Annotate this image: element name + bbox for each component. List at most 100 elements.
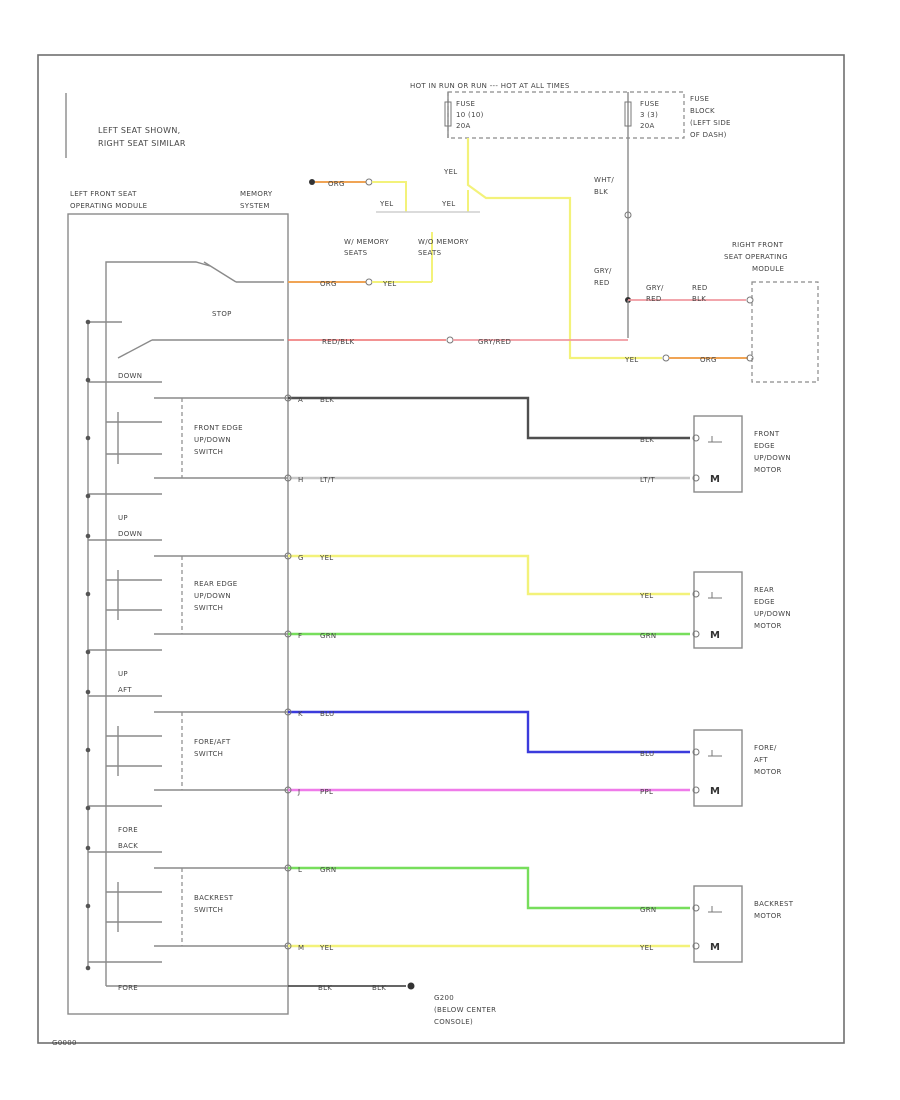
pin-right-module-a xyxy=(746,296,754,304)
switch-1-name-line-2: UP/DOWN xyxy=(194,436,231,444)
motor-3-wire-label-right-top: BLU xyxy=(640,750,654,758)
bus-dot-1 xyxy=(85,319,91,325)
wire-label-yel-a: YEL xyxy=(443,168,458,176)
wire-label-yel-r: YEL xyxy=(624,356,639,364)
motor-3-terminal-top xyxy=(692,748,700,756)
motor-1-wire-label-left-bottom: LT/T xyxy=(320,476,335,484)
bus-dot-11 xyxy=(85,845,91,851)
module-title-1: LEFT FRONT SEAT xyxy=(70,190,137,198)
memory-a-line-1: W/ MEMORY xyxy=(344,238,389,246)
motor-2-name-line-3: UP/DOWN xyxy=(754,610,791,618)
wire-label-org-mem: ORG xyxy=(320,280,337,288)
fuse-right-line-2: 3 (3) xyxy=(640,111,658,119)
fuse-left-icon xyxy=(444,101,452,127)
motor-1-pin-bottom xyxy=(284,474,292,482)
motor-4-name-line-1: BACKREST xyxy=(754,900,794,908)
ground-line-1: G200 xyxy=(434,994,454,1002)
motor-2-name-line-2: EDGE xyxy=(754,598,775,606)
connector-wht-blk xyxy=(624,211,632,219)
stop-switch-arm xyxy=(203,261,237,283)
bus-dot-13 xyxy=(85,965,91,971)
motor-3-name-line-1: FORE/ xyxy=(754,744,777,752)
motor-2-pin-top-letter: G xyxy=(298,554,303,562)
connector-red-mod xyxy=(446,336,454,344)
motor-2-wire-top xyxy=(288,554,690,596)
memory-system-2: SYSTEM xyxy=(240,202,270,210)
motor-2-pin-top xyxy=(284,552,292,560)
motor-1-wire-label-right-bottom: LT/T xyxy=(640,476,655,484)
bus-dot-9 xyxy=(85,747,91,753)
motor-2-terminal-top xyxy=(692,590,700,598)
fuse-block-line-1: FUSE xyxy=(690,95,709,103)
label-stop: STOP xyxy=(212,310,232,318)
motor-4-wire-label-right-top: GRN xyxy=(640,906,656,914)
fuse-right-line-1: FUSE xyxy=(640,100,659,108)
motor-4-symbol: M xyxy=(710,942,720,953)
right-front-seat-module xyxy=(751,281,819,383)
wire-label-wht-blk-2: BLK xyxy=(594,188,608,196)
wire-label-red-blk-r-1: RED xyxy=(692,284,708,292)
right-module-line-2: SEAT OPERATING xyxy=(724,253,788,261)
motor-2-name-line-1: REAR xyxy=(754,586,774,594)
bus-dot-6 xyxy=(85,591,91,597)
ground-line-2: (BELOW CENTER xyxy=(434,1006,496,1014)
left-seat-module-outline xyxy=(67,213,289,1015)
motor-3-wire-label-left-top: BLU xyxy=(320,710,334,718)
motor-3-limit-icon xyxy=(708,750,722,757)
motor-3-symbol: M xyxy=(710,786,720,797)
motor-2-terminal-bottom xyxy=(692,630,700,638)
feed-switch-arm xyxy=(117,339,153,359)
diagram-frame xyxy=(37,54,845,1044)
motor-1-wire-top xyxy=(288,396,690,440)
yel-memory-a xyxy=(372,181,407,212)
fuse-block-line-3: (LEFT SIDE xyxy=(690,119,731,127)
wire-label-yel-c: YEL xyxy=(441,200,456,208)
fuse-block-line-2: BLOCK xyxy=(690,107,715,115)
motor-4-pin-top xyxy=(284,864,292,872)
motor-1-pin-top-letter: A xyxy=(298,396,303,404)
fuse-left-line-1: FUSE xyxy=(456,100,475,108)
motor-4-limit-icon xyxy=(708,906,722,913)
wire-label-yel-b: YEL xyxy=(379,200,394,208)
motor-4-wire-label-right-bottom: YEL xyxy=(639,944,654,952)
motor-2-wire-label-right-bottom: GRN xyxy=(640,632,656,640)
wire-label-wht-blk-1: WHT/ xyxy=(594,176,614,184)
switch-4-name-line-2: SWITCH xyxy=(194,906,223,914)
switch-3-name-line-2: SWITCH xyxy=(194,750,223,758)
motor-2-pin-bottom-letter: F xyxy=(298,632,302,640)
wire-label-red-blk-r-2: BLK xyxy=(692,295,706,303)
motor-1-name-line-4: MOTOR xyxy=(754,466,782,474)
module-title-2: OPERATING MODULE xyxy=(70,202,147,210)
switch-3-name-line-1: FORE/AFT xyxy=(194,738,231,746)
memory-b-line-1: W/O MEMORY xyxy=(418,238,469,246)
memory-b-line-2: SEATS xyxy=(418,249,442,257)
wire-label-gry-red-v-1: GRY/ xyxy=(594,267,612,275)
ground-line-3: CONSOLE) xyxy=(434,1018,473,1026)
wire-label-gry-red-h: GRY/RED xyxy=(478,338,511,346)
bus-dot-3 xyxy=(85,435,91,441)
stop-switch-feed xyxy=(105,261,211,282)
connector-yel-r xyxy=(662,354,670,362)
wire-label-org-top: ORG xyxy=(328,180,345,188)
motor-1-pin-bottom-letter: H xyxy=(298,476,303,484)
note-line-1: LEFT SEAT SHOWN, xyxy=(98,126,180,135)
motor-1-name-line-3: UP/DOWN xyxy=(754,454,791,462)
wire-label-blk-g2: BLK xyxy=(372,984,386,992)
motor-1-pin-top xyxy=(284,394,292,402)
motor-1-wire-label-right-top: BLK xyxy=(640,436,654,444)
motor-4-pin-bottom-letter: M xyxy=(298,944,304,952)
switch-4-label-down: BACK xyxy=(118,842,138,850)
motor-3-name-line-3: MOTOR xyxy=(754,768,782,776)
motor-3-pin-top xyxy=(284,708,292,716)
switch-2-label-up: UP xyxy=(118,514,128,522)
note-line-2: RIGHT SEAT SIMILAR xyxy=(98,139,186,148)
bus-dot-5 xyxy=(85,533,91,539)
switch-3-label-up: UP xyxy=(118,670,128,678)
motor-1-limit-icon xyxy=(708,436,722,443)
motor-1-wire-label-left-top: BLK xyxy=(320,396,334,404)
bus-dot-12 xyxy=(85,903,91,909)
motor-4-box xyxy=(693,885,743,963)
